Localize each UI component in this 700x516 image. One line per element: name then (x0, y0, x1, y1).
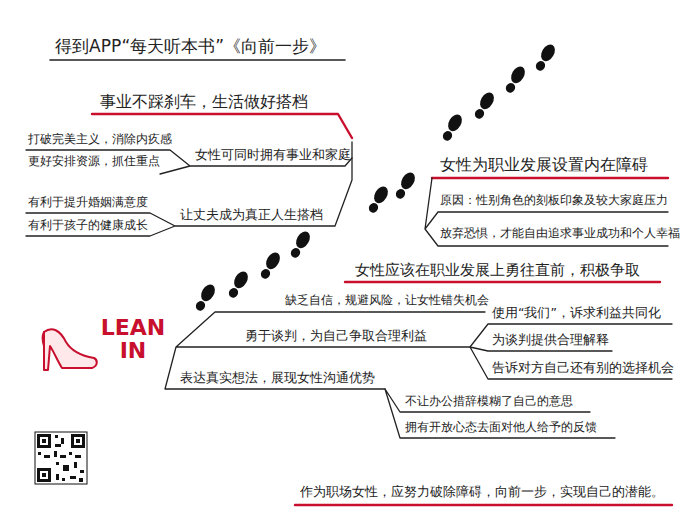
mindmap-label: 让丈夫成为真正人生搭档 (180, 207, 323, 222)
footprint (440, 112, 465, 143)
mindmap-label: 女性应该在职业发展上勇往直前，积极争取 (355, 261, 640, 279)
high-heel-shoe (43, 329, 97, 370)
footprint (472, 90, 497, 121)
mindmap-label: 女性可同时拥有事业和家庭 (195, 147, 351, 162)
mindmap-label: 告诉对方自己还有别的选择机会 (492, 360, 674, 375)
mindmap-label: 拥有开放心态去面对他人给予的反馈 (405, 420, 597, 434)
branch-line (385, 389, 615, 438)
logo-text: LEAN IN (98, 316, 168, 362)
title: 得到APP“每天听本书”《向前一步》 (55, 36, 326, 56)
red-branch-line (432, 177, 668, 179)
mindmap-label: 使用“我们”，诉求利益共同化 (492, 305, 661, 320)
footprint (533, 42, 558, 73)
mindmap-label: 作为职场女性，应努力破除障碍，向前一步，实现自己的潜能。 (300, 484, 664, 500)
footprint (503, 64, 528, 95)
footprint (226, 269, 251, 300)
red-underline (295, 504, 672, 506)
branch-line (165, 312, 485, 389)
mindmap-label: 放弃恐惧，才能自由追求事业成功和个人幸福 (440, 227, 680, 241)
mindmap-label: 女性为职业发展设置内在障碍 (440, 155, 648, 174)
footprint (288, 229, 313, 260)
mindmap-label: 事业不踩刹车，生活做好搭档 (100, 92, 308, 111)
footprint (393, 170, 418, 201)
title-underline (50, 59, 345, 61)
footprint (193, 282, 218, 313)
mindmap-label: 勇于谈判，为自己争取合理利益 (245, 328, 427, 344)
mindmap-label: 为谈判提供合理解释 (492, 332, 609, 347)
footprint (258, 250, 283, 281)
mindmap-label: 有利于提升婚姻满意度 (28, 196, 148, 210)
mindmap-label: 打破完美主义，消除内疚感 (28, 133, 172, 147)
branch-line (26, 142, 352, 236)
mindmap-label: 原因：性别角色的刻板印象及较大家庭压力 (440, 193, 668, 207)
qr-code (35, 432, 87, 484)
mindmap-label: 不让办公措辞模糊了自己的意思 (405, 394, 573, 408)
mindmap-label: 表达真实想法，展现女性沟通优势 (180, 370, 375, 386)
red-branch-line (345, 281, 660, 283)
footprint (366, 184, 391, 215)
mindmap-label: 缺乏自信，规避风险，让女性错失机会 (285, 294, 489, 308)
mindmap-label: 更好安排资源，抓住重点 (28, 155, 160, 169)
mindmap-label: 有利于孩子的健康成长 (28, 219, 148, 233)
